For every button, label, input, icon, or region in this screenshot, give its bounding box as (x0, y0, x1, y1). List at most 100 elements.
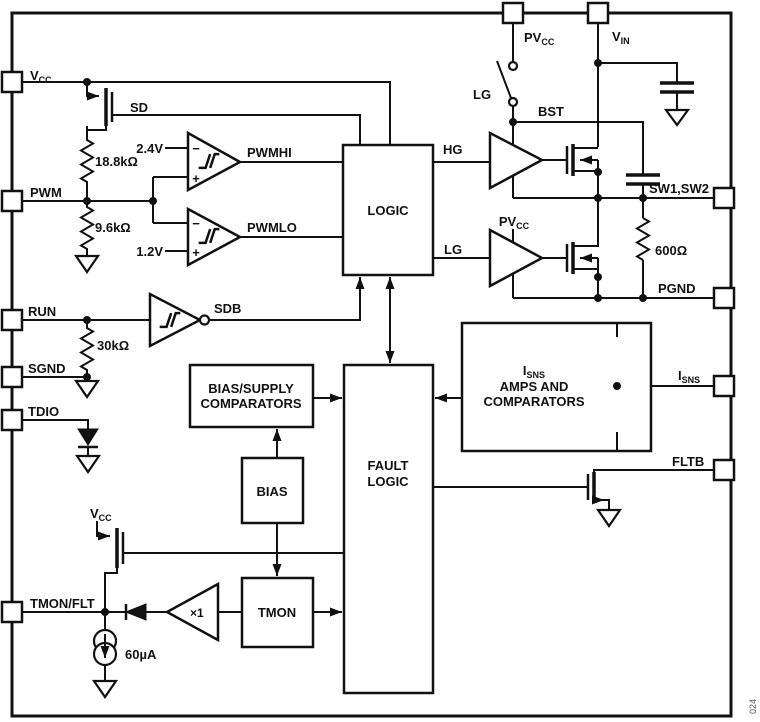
signal-label-lg-switch: LG (473, 87, 491, 102)
bias-supply-label-2: COMPARATORS (200, 396, 301, 411)
pin-fltb (712, 458, 736, 482)
pwmhi-triangle (186, 130, 243, 193)
value-label-60ua: 60µA (125, 647, 157, 662)
vcc-sub: CC (39, 75, 52, 85)
signal-label-pvcc-driver: PVCC (499, 214, 530, 231)
switch-contact-top (507, 60, 519, 72)
wire-vcc-rail (22, 81, 391, 145)
tmon-block-label: TMON (258, 605, 296, 620)
ref-label-24v: 2.4V (136, 141, 163, 156)
tmon-block (240, 576, 315, 649)
lowside-fet (565, 242, 575, 274)
pin-pvcc (501, 1, 525, 25)
resistors (79, 126, 651, 377)
fault-logic-block (342, 363, 435, 695)
internal-vcc-fet (96, 521, 125, 612)
tdio-diode-triangle (77, 428, 99, 446)
run-schmitt-buffer (148, 291, 211, 349)
pin-label-tmon-flt: TMON/FLT (30, 596, 95, 611)
pin-vcc (0, 70, 24, 94)
pin-isns (712, 374, 736, 398)
fault-logic-label-1: FAULT (368, 458, 409, 473)
bias-block (240, 456, 305, 525)
pin-label-fltb: FLTB (672, 454, 704, 469)
value-label-30k: 30kΩ (97, 338, 129, 353)
pin-vin (586, 1, 610, 25)
ref-label-12v: 1.2V (136, 244, 163, 259)
tmon-diode (124, 603, 147, 621)
figure-number: 024 (748, 699, 758, 714)
lg-driver (488, 227, 545, 289)
pvccdrv-main: PV (499, 214, 517, 229)
bias-supply-block (188, 363, 315, 429)
resistor-18k8 (79, 126, 95, 201)
inverter-bubble (198, 314, 211, 326)
fet-vcc-drain (104, 568, 118, 612)
pvcc-sub: CC (541, 37, 554, 47)
bias-block-label: BIAS (256, 484, 287, 499)
wires (22, 23, 721, 617)
vccint-sub: CC (99, 513, 112, 523)
pin-label-pwm: PWM (30, 185, 62, 200)
tdio-diode (77, 428, 99, 449)
hg-driver-triangle (488, 130, 545, 191)
pin-label-pvcc: PVCC (524, 30, 555, 47)
ground-sgnd (73, 379, 101, 399)
pin-sw (712, 186, 736, 210)
pwmhi-comparator (186, 130, 243, 193)
wire-comparator-inputs (153, 176, 188, 224)
hysteresis-icon (198, 152, 220, 170)
run-schmitt-triangle (148, 291, 203, 349)
pvccdrv-sub: CC (516, 221, 529, 231)
pvcc-main: PV (524, 30, 542, 45)
pwmhi-plus: + (192, 171, 200, 186)
wire-ls-drain (573, 198, 599, 247)
signal-label-pwmhi: PWMHI (247, 145, 292, 160)
pwmlo-triangle (186, 206, 243, 268)
switch-contact-bottom (507, 96, 519, 108)
resistor-600 (635, 217, 651, 261)
pin-run (0, 308, 24, 332)
vin-sub: IN (621, 36, 630, 46)
wire-fltb (593, 469, 721, 473)
signal-label-sdb: SDB (214, 301, 241, 316)
value-label-9k6: 9.6kΩ (95, 220, 131, 235)
fault-logic-label-2: LOGIC (367, 474, 409, 489)
wire-vin-cap (598, 62, 678, 83)
bias-supply-label-1: BIAS/SUPPLY (208, 381, 294, 396)
pin-pgnd (712, 286, 736, 310)
signal-label-bst: BST (538, 104, 564, 119)
pin-tdio (0, 408, 24, 432)
current-source-60ua (92, 612, 118, 667)
x1-buffer-triangle (164, 581, 220, 643)
vccint-main: V (90, 506, 99, 521)
wire-tdio (22, 419, 89, 429)
ground-tdio (74, 454, 102, 474)
pin-label-run: RUN (28, 304, 56, 319)
pwmlo-comparator (186, 206, 243, 268)
signal-label-sd: SD (130, 100, 148, 115)
pin-label-isns: ISNS (678, 368, 700, 385)
vcc-main: V (30, 68, 39, 83)
signal-label-hg: HG (443, 142, 463, 157)
pin-label-vin: VIN (612, 29, 630, 46)
bootstrap-capacitor (626, 173, 660, 186)
pin-pwm (0, 189, 24, 213)
fet-sd-drain (86, 126, 107, 140)
pin-squares (0, 1, 736, 624)
vin-main: V (612, 29, 621, 44)
tmon-diode-triangle (124, 603, 147, 621)
pwmlo-minus: − (192, 216, 200, 231)
fltb-fet (586, 472, 596, 502)
wire-switch-blade (496, 60, 512, 99)
ground-vin-cap (663, 108, 691, 127)
pwmlo-plus: + (192, 245, 200, 260)
pin-label-tdio: TDIO (28, 404, 59, 419)
resistor-30k (79, 320, 95, 377)
pin-label-vcc: VCC (30, 68, 52, 85)
capacitors (626, 81, 694, 186)
isns-block-label-3: COMPARATORS (483, 394, 584, 409)
hysteresis-icon (159, 311, 181, 329)
